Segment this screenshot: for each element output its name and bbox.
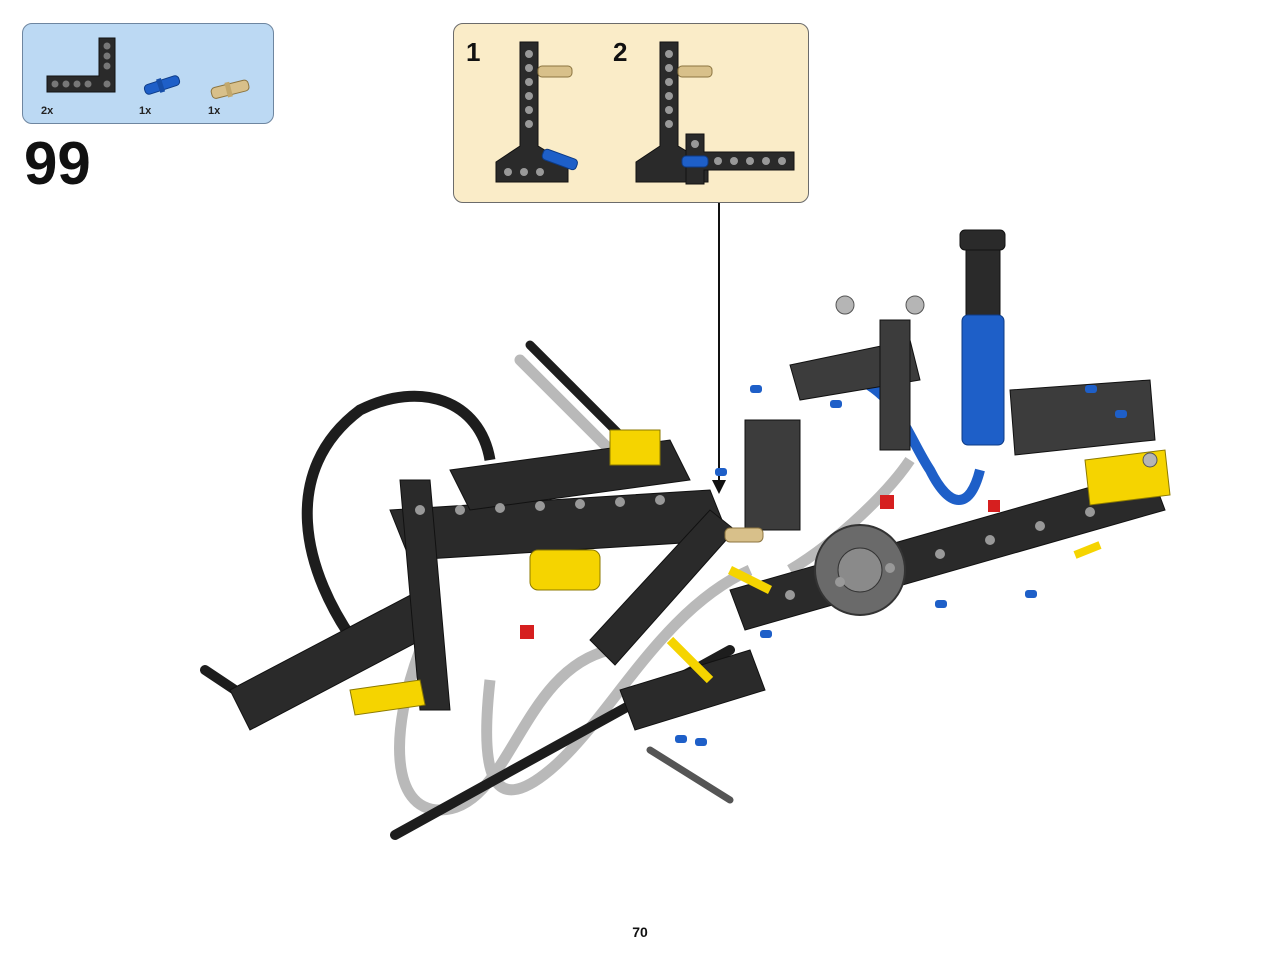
part-qty-liftarm: 2x [41, 105, 54, 117]
sub-step-2-label: 2 [613, 37, 628, 67]
blue-axle-pin-icon [143, 75, 181, 95]
parts-list-box: 2x 1x 1x [22, 23, 274, 124]
part-qty-tan-pin: 1x [208, 105, 221, 117]
model-assembly-illustration [200, 229, 1171, 840]
part-qty-blue-pin: 1x [139, 105, 152, 117]
page-number: 70 [632, 924, 648, 940]
l-liftarm-icon [46, 37, 116, 93]
sub-step-1-illustration [495, 41, 578, 183]
step-number: 99 [24, 130, 91, 197]
sub-step-1-label: 1 [466, 37, 481, 67]
sub-assembly-callout: 1 2 [453, 23, 809, 203]
sub-step-2-illustration [635, 41, 795, 185]
callout-pointer-line [718, 203, 720, 483]
tan-axle-pin-icon [210, 79, 250, 99]
callout-arrow-icon [712, 480, 726, 494]
